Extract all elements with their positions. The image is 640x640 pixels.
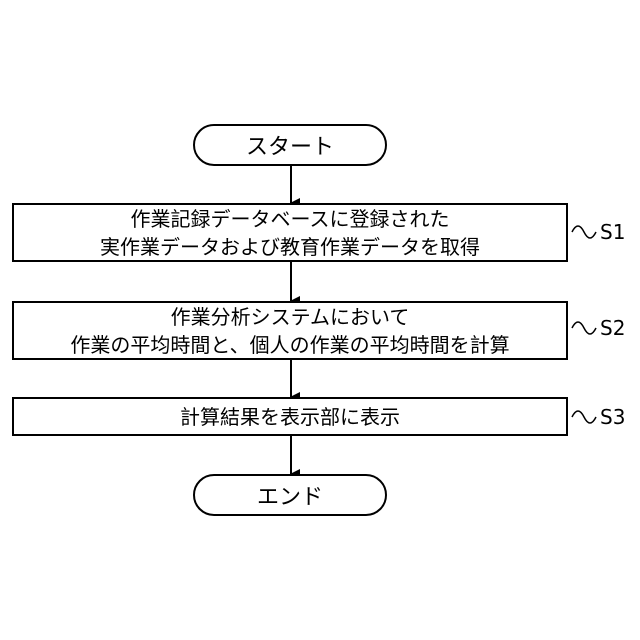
end-terminal: エンド <box>193 474 387 516</box>
end-label: エンド <box>257 479 323 511</box>
step-s1-line-1: 作業記録データベースに登録された <box>131 205 450 233</box>
step-s1-label: S1 <box>600 220 625 244</box>
step-s2-label: S2 <box>600 316 625 340</box>
leader-s2 <box>572 322 596 334</box>
step-s2-line-2: 作業の平均時間と、個人の作業の平均時間を計算 <box>70 331 509 359</box>
start-terminal: スタート <box>193 124 387 166</box>
step-s2-box: 作業分析システムにおいて 作業の平均時間と、個人の作業の平均時間を計算 <box>12 301 568 360</box>
start-label: スタート <box>246 129 334 161</box>
step-s1-line-2: 実作業データおよび教育作業データを取得 <box>100 233 480 261</box>
step-s1-box: 作業記録データベースに登録された 実作業データおよび教育作業データを取得 <box>12 203 568 262</box>
leader-s3 <box>572 411 596 423</box>
step-s3-box: 計算結果を表示部に表示 <box>12 397 568 436</box>
step-s3-label: S3 <box>600 405 625 429</box>
step-s2-line-1: 作業分析システムにおいて <box>171 303 410 331</box>
step-s3-line-1: 計算結果を表示部に表示 <box>180 403 400 431</box>
leader-s1 <box>572 226 596 238</box>
